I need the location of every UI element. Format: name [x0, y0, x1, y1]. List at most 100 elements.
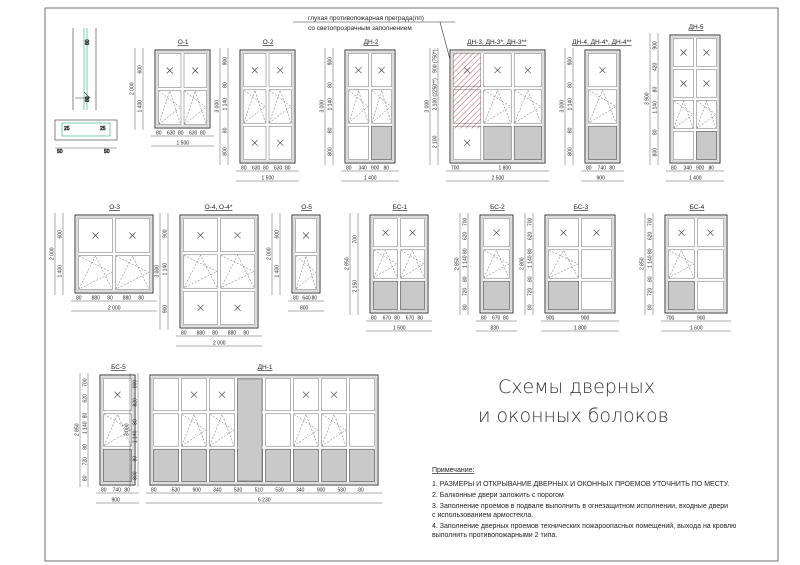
dim-segment: 2 150 [353, 280, 359, 293]
dim-segment: 900 [581, 316, 590, 322]
opening-line [588, 89, 617, 123]
opening-line [78, 255, 113, 290]
solid-panel [349, 448, 375, 482]
cross-mark [251, 66, 258, 74]
cross-mark [524, 66, 532, 74]
glazing-pane [673, 69, 694, 98]
opening-line [673, 100, 694, 129]
dim-segment: 800 [328, 147, 334, 156]
opening-line [243, 90, 266, 123]
unit-inner-frame [151, 376, 377, 484]
glazing-pane [209, 413, 235, 447]
cross-mark [234, 304, 241, 312]
solid-panel [103, 448, 132, 482]
cross-mark [190, 391, 198, 398]
glazing-pane [668, 249, 695, 279]
dim-segment: 80 [328, 127, 334, 133]
dim-segment: 80 [151, 488, 157, 494]
cross-mark [382, 229, 389, 236]
glazing-pane [265, 378, 291, 412]
glazing-pane [321, 378, 347, 412]
glazing-pane [209, 378, 235, 412]
dim-segment: 80 [328, 82, 334, 88]
dim-segment: 80 [528, 304, 534, 310]
glazing-pane [265, 413, 291, 447]
dim-segment: 80 [83, 475, 89, 481]
glazing-pane [183, 290, 218, 325]
dim-segment: 80 [263, 166, 269, 172]
glazing-pane [483, 218, 510, 248]
dim-total-height: 3 000 [320, 100, 326, 113]
cross-mark [277, 66, 284, 74]
dim-total-width: 1 500 [393, 326, 406, 332]
dim-total-height: 3 000 [215, 100, 221, 113]
dim-segment: 80 [503, 316, 509, 322]
opening-line [400, 249, 425, 278]
dim-segment: 720 [463, 287, 469, 296]
dim-segment: 80 [609, 166, 615, 172]
opening-line [209, 414, 235, 446]
dim-segment: 80 [212, 331, 218, 337]
dim-segment: 1 140 [568, 98, 574, 111]
dim-segment: 80 [568, 82, 574, 88]
glazing-pane [373, 218, 398, 248]
cross-mark [218, 391, 226, 398]
dim-segment: 630 [274, 166, 283, 172]
cross-mark [355, 66, 362, 74]
dim-segment: 900 [133, 380, 139, 389]
opening-line [295, 255, 317, 290]
dim-segment: 600 [58, 230, 64, 239]
opening-line [483, 249, 510, 278]
glazing-pane [513, 89, 542, 124]
dim-segment: 630 [252, 166, 261, 172]
unit-label: ДН-5 [689, 24, 704, 31]
dim-segment: 700 [648, 217, 654, 226]
sheet-frame [44, 7, 779, 562]
dim-total-height: 2 850 [345, 257, 351, 270]
dim-segment: 80 [312, 296, 318, 302]
notes-heading: Примечание: [432, 467, 475, 474]
dim-segment: 80 [481, 316, 487, 322]
opening-line [548, 250, 579, 278]
glazing-pane [348, 125, 369, 160]
dim-segment: 900 [653, 41, 659, 50]
dim-segment: 80 [76, 296, 82, 302]
dim-segment: 80 [107, 296, 113, 302]
solid-panel [209, 448, 235, 482]
title-line-1: Схемы дверных [498, 376, 655, 398]
dim-total-width: 1 500 [262, 176, 275, 182]
dim-segment: 420 [653, 62, 659, 71]
callout-line-1: глухая противопожарная преграда(пп) [308, 15, 424, 22]
dim-segment: 900 [568, 57, 574, 66]
glazing-pane [371, 89, 392, 124]
opening-line [673, 100, 694, 129]
glazing-pane [371, 53, 392, 88]
dim-segment: 1 140 [83, 421, 89, 434]
fire-barrier-hatch [453, 53, 481, 129]
opening-line [484, 89, 511, 123]
glazing-pane [220, 290, 255, 325]
dim-segment: 1 140 [223, 98, 229, 111]
dim-segment: 530 [275, 488, 284, 494]
dim-segment: 80 [648, 248, 654, 254]
dim-segment: 80 [178, 131, 184, 137]
dim-segment: 530 [338, 488, 347, 494]
dim-segment: 880 [228, 331, 237, 337]
opening-line [696, 100, 717, 129]
opening-line [115, 255, 150, 290]
opening-line [295, 255, 317, 290]
opening-line [158, 90, 181, 125]
opening-line [243, 89, 266, 123]
dim-segment: 80 [648, 304, 654, 310]
opening-line [269, 89, 292, 123]
glazing-pane [696, 38, 717, 67]
cross-mark [409, 229, 416, 236]
